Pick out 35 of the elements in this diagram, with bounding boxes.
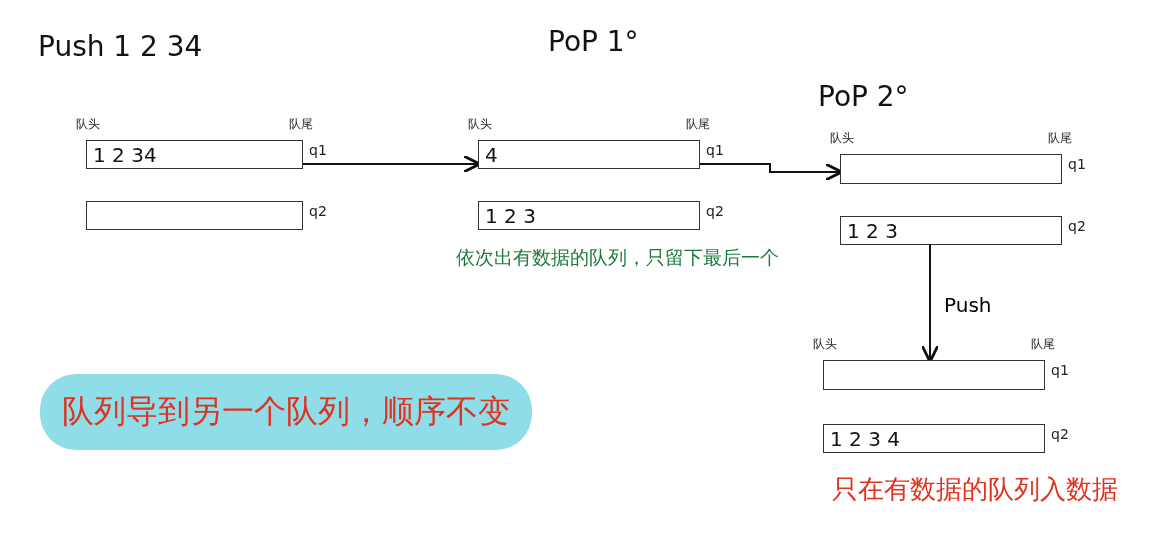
step-title: PoP 1° bbox=[548, 25, 639, 58]
queue-tail-label: 队尾 bbox=[1048, 130, 1072, 147]
highlighted-note: 队列导到另一个队列，顺序不变 bbox=[40, 374, 532, 450]
queue-values: 1 2 34 bbox=[93, 142, 157, 167]
queue-name: q2 bbox=[1068, 218, 1086, 234]
queue-name: q1 bbox=[1068, 156, 1086, 172]
queue-name: q1 bbox=[1051, 362, 1069, 378]
queue-box bbox=[840, 216, 1062, 245]
queue-head-label: 队头 bbox=[468, 116, 492, 133]
queue-head-label: 队头 bbox=[813, 336, 837, 353]
note: 依次出有数据的队列，只留下最后一个 bbox=[456, 245, 779, 270]
queue-name: q2 bbox=[1051, 426, 1069, 442]
note: 只在有数据的队列入数据 bbox=[832, 473, 1118, 506]
queue-values: 1 2 3 bbox=[485, 203, 536, 228]
step-title: Push 1 2 34 bbox=[38, 30, 203, 63]
queue-name: q2 bbox=[706, 203, 724, 219]
queue-box bbox=[478, 201, 700, 230]
queue-name: q1 bbox=[309, 142, 327, 158]
queue-name: q1 bbox=[706, 142, 724, 158]
empty-queue-box bbox=[840, 154, 1062, 184]
queue-name: q2 bbox=[309, 203, 327, 219]
empty-queue-box bbox=[86, 201, 303, 230]
queue-values: 1 2 3 4 bbox=[830, 426, 900, 451]
queue-tail-label: 队尾 bbox=[289, 116, 313, 133]
queue-head-label: 队头 bbox=[76, 116, 100, 133]
queue-box bbox=[823, 424, 1045, 453]
queue-box bbox=[478, 140, 700, 169]
queue-head-label: 队头 bbox=[830, 130, 854, 147]
queue-tail-label: 队尾 bbox=[686, 116, 710, 133]
queue-tail-label: 队尾 bbox=[1031, 336, 1055, 353]
empty-queue-box bbox=[823, 360, 1045, 390]
queue-box bbox=[86, 140, 303, 169]
step-title: PoP 2° bbox=[818, 80, 909, 113]
queue-values: 1 2 3 bbox=[847, 218, 898, 243]
queue-values: 4 bbox=[485, 142, 498, 167]
